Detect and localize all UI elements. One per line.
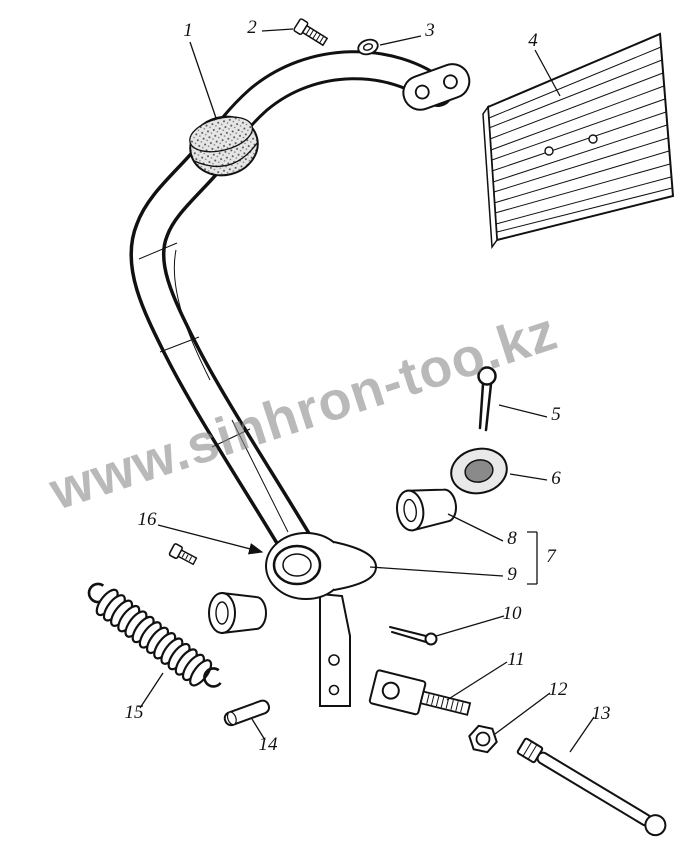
part-label-2: 2 [247,17,257,38]
pin [223,699,271,727]
part-label-11: 11 [507,649,525,670]
leader-lines [139,28,595,753]
part-label-15: 15 [124,702,144,723]
part-label-9: 9 [507,564,517,585]
part-label-16: 16 [137,509,157,530]
return-spring [87,582,224,688]
part-label-5: 5 [551,404,561,425]
pedal-pad [482,32,675,250]
pedal-hub [265,532,378,600]
part-label-4: 4 [528,30,538,51]
clevis-adjuster [368,669,472,716]
pedal-buffer [189,115,259,177]
nut [468,724,498,754]
pushrod [516,737,667,837]
part-label-7: 7 [546,546,556,567]
part-label-13: 13 [591,703,611,724]
bracket-arm [319,592,351,707]
cotter-pin-10 [389,626,438,646]
part-label-10: 10 [502,603,522,624]
pedal-arm [129,50,453,568]
part-label-14: 14 [258,734,278,755]
bushing-left [208,591,267,635]
part-label-6: 6 [551,468,561,489]
bolt [293,18,329,47]
washer-small [357,38,379,56]
washer-large [450,447,508,495]
screw [168,543,198,566]
bushing-right [396,488,457,532]
part-label-3: 3 [425,20,435,41]
arm-clevis-link [402,63,471,111]
cotter-pin-5 [477,366,497,432]
part-label-8: 8 [507,528,517,549]
part-label-12: 12 [548,679,568,700]
part-label-1: 1 [183,20,193,41]
